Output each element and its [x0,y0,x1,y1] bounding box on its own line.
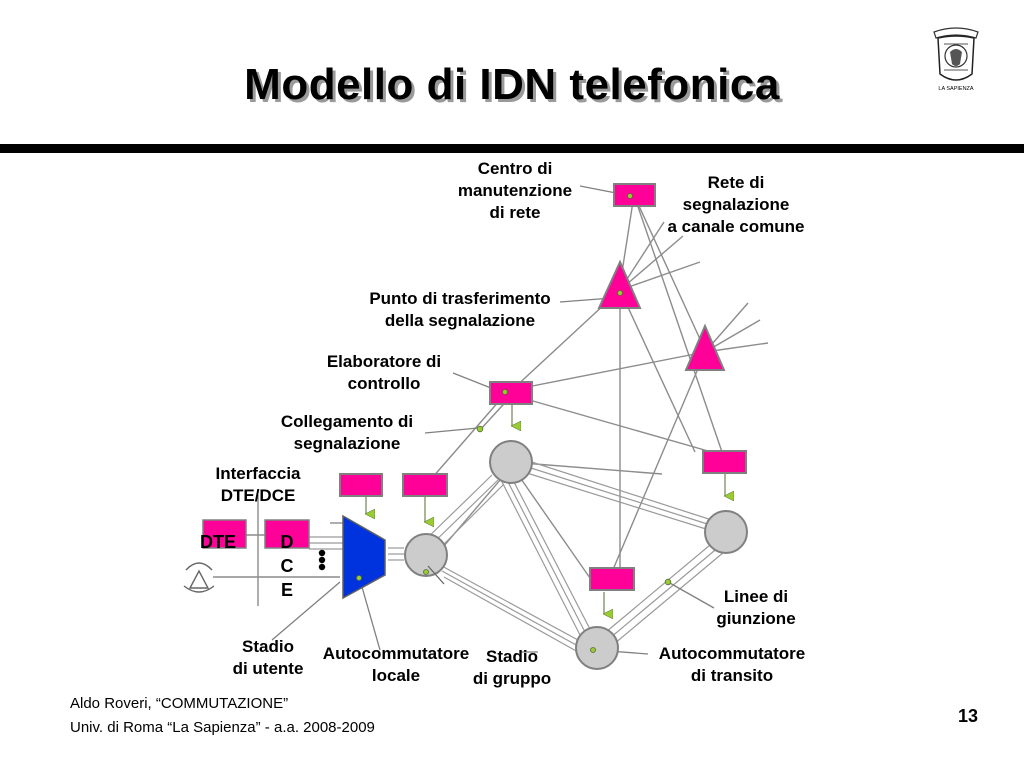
label-user-stage: Stadio di utente [232,637,304,678]
local-switch [404,533,448,577]
signalling-dots [356,193,672,653]
stp-triangle-right [684,323,726,371]
control-unit-node-local-b [402,473,448,497]
control-arrows [366,405,725,614]
title-divider [0,144,1024,153]
footer-author: Aldo Roveri, “COMMUTAZIONE” [70,695,289,712]
signalling-links [424,194,769,579]
label-junction-lines: Linee di giunzione [716,587,796,628]
label-group-stage: Stadio di gruppo [472,647,552,688]
switching-nodes [404,440,748,670]
ellipsis-dots [318,549,326,571]
stp-triangle-upper [597,259,642,309]
dte-box [202,519,247,549]
university-seal-logo: LA SAPIENZA [933,27,979,92]
label-transit-exchange: Autocommutatore di transito [658,644,806,685]
control-unit-node-right [702,450,747,474]
logo-caption: LA SAPIENZA [938,86,973,92]
trunk-lines [309,454,725,653]
local-switch-pointer [427,565,445,585]
label-dte: DTE [200,532,236,552]
maintenance-center-node [613,183,656,207]
transit-switch-bottom [575,626,619,670]
footer-university: Univ. di Roma “La Sapienza” - a.a. 2008-… [70,719,375,736]
control-units [339,183,747,591]
dce-box [264,519,310,549]
telephone-icon [183,562,215,593]
control-unit-node-local-a [339,473,383,497]
leader-lines [271,185,715,655]
label-signalling-network: Rete di segnalazione a canale comune [667,173,805,236]
label-control-processor: Elaboratore di controllo [326,352,442,393]
page-number: 13 [958,706,979,726]
label-signal-transfer-point: Punto di trasferimento della segnalazion… [369,289,551,330]
slide-title: Modello di IDN telefonica [244,60,780,109]
label-signalling-link: Collegamento di segnalazione [280,412,414,453]
label-local-exchange: Autocommutatore locale [322,644,470,685]
label-dce: D C E [280,532,294,600]
label-dte-dce-interface: Interfaccia DTE/DCE [215,464,301,505]
label-maintenance-center: Centro di manutenzione di rete [457,159,573,222]
group-stage-switch [489,440,533,484]
transit-switch-right [704,510,748,554]
signal-transfer-points [597,259,726,371]
control-unit-node-bottom [589,567,635,591]
user-stage [342,514,386,600]
control-processor-node [489,381,533,405]
